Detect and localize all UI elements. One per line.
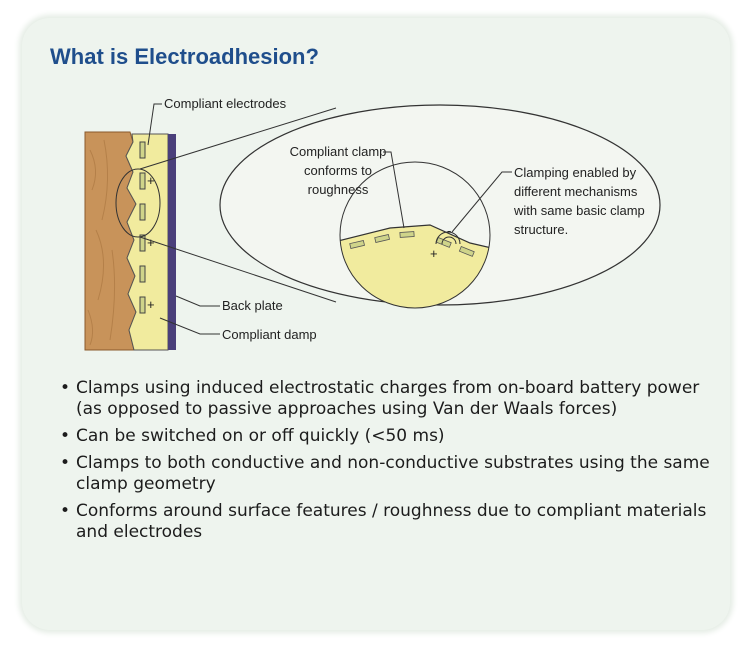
bullet-item-induced-charges: Clamps using induced electrostatic charg… (58, 378, 718, 420)
electrode-sign-plus: + (147, 235, 155, 250)
bullet-item-conforms: Conforms around surface features / rough… (58, 501, 718, 543)
electrode-bar (139, 234, 146, 252)
zoom-sign-plus: + (430, 246, 438, 261)
electrode-bar (139, 296, 146, 314)
zoom-electrodes (349, 231, 475, 257)
bullet-list: Clamps using induced electrostatic charg… (58, 378, 718, 549)
leader-compliant-electrodes (147, 103, 162, 146)
label-mechanisms-line2: different mechanisms (514, 184, 638, 199)
electrode-bar (139, 203, 146, 221)
zoom-connector-top (139, 107, 337, 170)
electrode-sign-plus: + (147, 297, 155, 312)
label-conforms-line1: Compliant clamp (290, 144, 387, 159)
label-mechanisms-line4: structure. (514, 222, 568, 237)
zoom-sign-minus: - (447, 223, 451, 238)
leader-conforms (383, 151, 405, 229)
wood-grain (87, 139, 116, 346)
electrode-bar (139, 265, 146, 283)
slide-title: What is Electroadhesion? (50, 44, 319, 69)
label-compliant-clamp: Compliant damp (222, 327, 317, 342)
label-compliant-electrodes: Compliant electrodes (164, 96, 287, 111)
label-back-plate: Back plate (222, 298, 283, 313)
back-plate (168, 134, 176, 350)
electrode-bar (139, 172, 146, 190)
electrode-group: + + + (139, 141, 155, 314)
label-mechanisms-line1: Clamping enabled by (514, 165, 637, 180)
label-conforms-line3: roughness (308, 182, 369, 197)
leader-mechanisms (451, 171, 512, 233)
leader-compliant-clamp (159, 317, 220, 335)
electroadhesion-diagram: +++ - + Compliant electrodes Back plate … (84, 96, 661, 351)
leader-back-plate (175, 295, 220, 307)
electrode-bar (139, 141, 146, 159)
electrode-sign-plus: + (147, 173, 155, 188)
wood-substrate (84, 131, 137, 351)
field-arcs (435, 231, 461, 245)
zoom-clamp-outline (339, 161, 491, 309)
label-mechanisms-line3: with same basic clamp (513, 203, 645, 218)
bullet-item-substrates: Clamps to both conductive and non-conduc… (58, 453, 718, 495)
bullet-item-switching: Can be switched on or off quickly (<50 m… (58, 426, 718, 447)
label-conforms-line2: conforms to (304, 163, 372, 178)
zoom-connector-bottom (139, 236, 337, 303)
magnify-circle (115, 168, 161, 238)
